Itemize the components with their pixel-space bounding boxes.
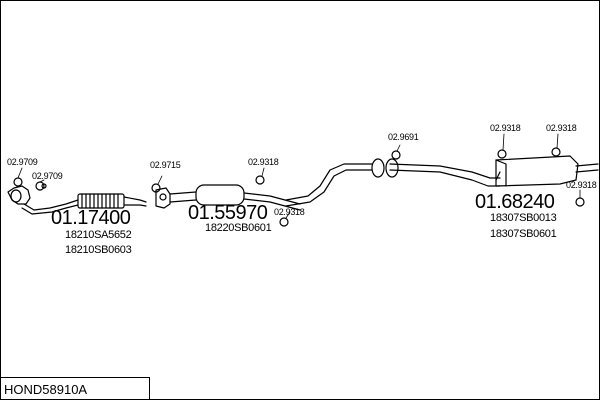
part-ref: 18220SB0601 [205, 222, 272, 234]
diagram-title: HOND58910A [4, 382, 88, 397]
fitting-code: 02.9715 [150, 160, 181, 170]
front-pipe [7, 185, 79, 215]
fitting-code: 02.9318 [566, 180, 597, 190]
part-ref: 18307SB0013 [490, 212, 557, 224]
flex-joint [77, 193, 147, 209]
section-number: 01.68240 [475, 191, 555, 213]
fitting-code: 02.9318 [490, 123, 521, 133]
fitting-code: 02.9318 [274, 207, 305, 217]
section-number: 01.55970 [188, 202, 268, 224]
leader-lines [17, 133, 581, 219]
flange-1 [155, 187, 171, 209]
part-ref: 18307SB0601 [490, 228, 557, 240]
fitting-code: 02.9709 [32, 171, 63, 181]
fitting-code: 02.9709 [7, 157, 38, 167]
centre-pipe [285, 163, 501, 207]
part-ref: 18210SB0603 [65, 244, 132, 256]
fitting-code: 02.9691 [388, 132, 419, 142]
title-box: HOND58910A [0, 377, 150, 399]
fitting-code: 02.9318 [546, 123, 577, 133]
centre-muffler [169, 184, 301, 211]
fitting-code: 02.9318 [248, 157, 279, 167]
section-number: 01.17400 [51, 207, 131, 229]
flange-2 [371, 158, 399, 178]
rear-silencer [495, 155, 599, 187]
part-ref: 18210SA5652 [65, 229, 132, 241]
